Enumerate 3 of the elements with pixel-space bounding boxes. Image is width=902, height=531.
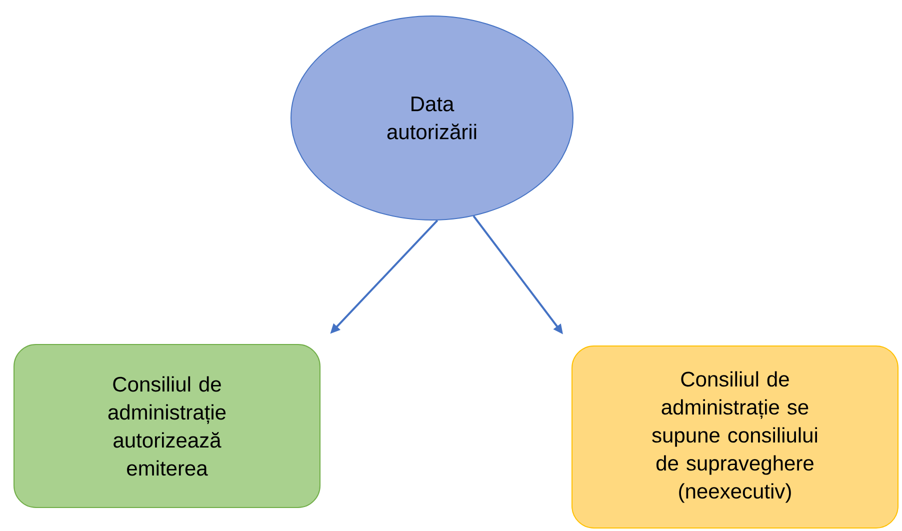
process-box: Consiliul de administrație autorizează emiterea — [14, 344, 320, 508]
ellipse-node: Data autorizării — [290, 16, 574, 220]
process-box: Consiliul de administrație se supune consiliului de supraveghere (neexecutiv) — [572, 346, 898, 528]
